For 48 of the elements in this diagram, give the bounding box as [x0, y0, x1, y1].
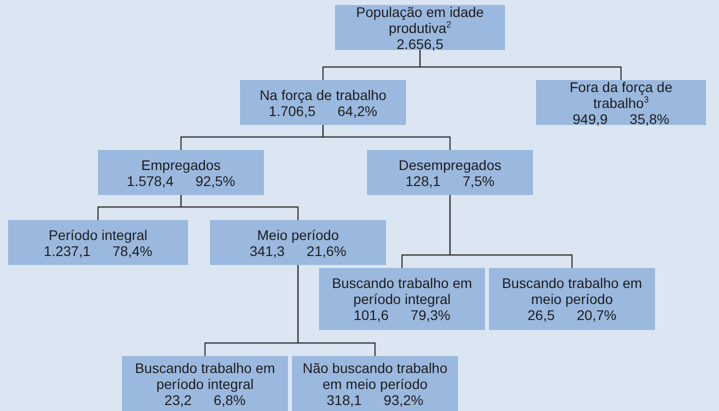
category-box: [489, 268, 655, 330]
value-text: 35,8%: [630, 110, 670, 126]
category-box: [319, 268, 485, 330]
connector-line: [297, 265, 376, 356]
value-text: 341,3: [250, 242, 285, 258]
category-box: [8, 220, 188, 265]
value-text: 128,1: [406, 172, 441, 188]
value-text: 7,5%: [462, 172, 494, 188]
box-heading: População em idade produtiva$^{2}$: [355, 4, 485, 36]
box-heading: Não buscando trabalho em meio período: [302, 360, 448, 392]
value-text: 318,1: [326, 392, 362, 408]
box-heading: Desempregados: [398, 156, 502, 172]
value-text: 93,2%: [384, 392, 424, 408]
box-heading: Empregados: [141, 156, 221, 172]
value-text: 1.578,4: [126, 172, 174, 188]
category-box: [240, 80, 406, 125]
box-heading: Período integral: [48, 226, 148, 242]
value-text: 1.706,5: [268, 102, 316, 118]
box-heading: Na força de trabalho: [260, 86, 386, 102]
box-heading: Buscando trabalho em meio período: [500, 275, 644, 307]
value-text: 64,2%: [338, 102, 378, 118]
category-box: [122, 356, 288, 411]
box-heading: Buscando trabalho em período integral: [134, 360, 276, 392]
connector-line: [322, 125, 451, 150]
value-text: 78,4%: [112, 242, 152, 258]
connector-line: [180, 195, 299, 220]
category-box: [98, 150, 264, 195]
category-box: [536, 80, 706, 125]
box-heading: Meio período: [257, 226, 339, 242]
connector-line: [449, 195, 573, 268]
category-box: [292, 356, 458, 411]
value-text: 79,3%: [410, 307, 450, 323]
value-text: 1.237,1: [44, 242, 90, 258]
value-text: 92,5%: [196, 172, 236, 188]
value-text: 23,2: [164, 392, 192, 408]
value-text: 101,6: [354, 307, 389, 323]
category-box: [367, 150, 533, 195]
value-text: 2.656,5: [396, 36, 444, 52]
value-text: 20,7%: [576, 307, 616, 323]
connector-line: [419, 50, 622, 80]
box-heading: Buscando trabalho em período integral: [330, 275, 474, 307]
category-box: [335, 5, 505, 50]
box-heading: Fora da força de trabalho$^{3}$: [568, 78, 674, 110]
value-text: 6,8%: [214, 392, 246, 408]
category-box: [210, 220, 386, 265]
value-text: 21,6%: [306, 242, 346, 258]
value-text: 949,9: [572, 110, 608, 126]
value-text: 26,5: [528, 307, 555, 323]
